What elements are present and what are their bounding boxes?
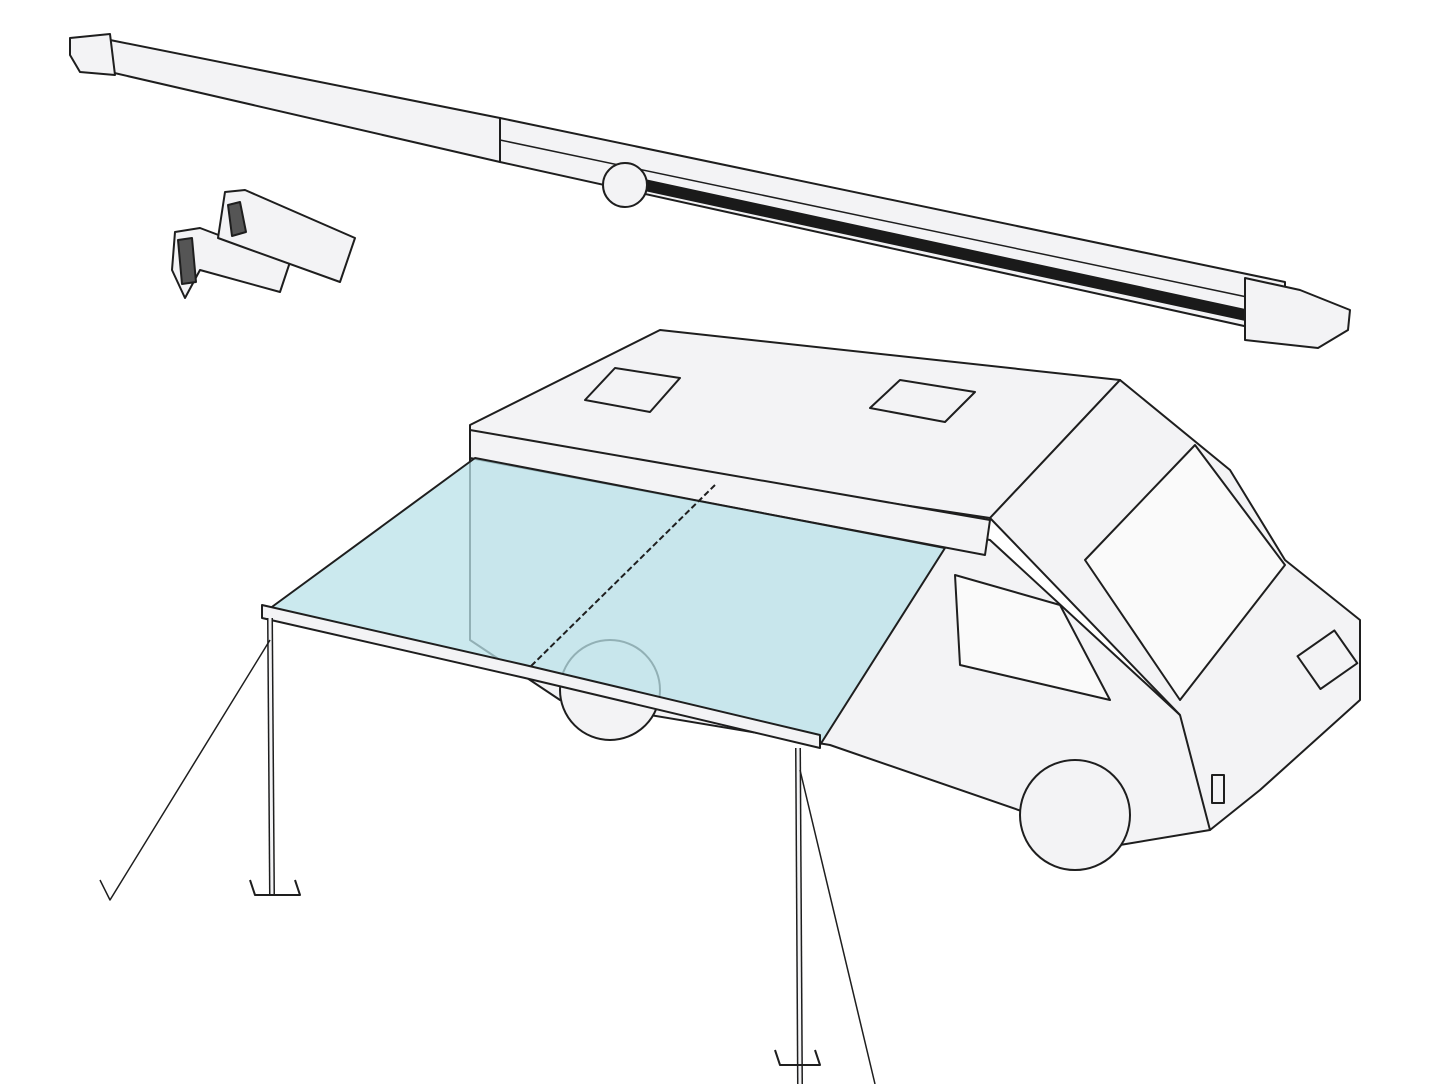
indicator-light [1211, 774, 1225, 804]
mounting-brackets [171, 189, 356, 299]
bracket-right [217, 189, 356, 283]
bracket-left [171, 227, 291, 299]
roof-vent-rear [584, 367, 681, 413]
awning-cassette [469, 429, 991, 556]
headlight [1296, 629, 1359, 691]
rail-left-section [109, 39, 501, 163]
rail-center-clip [602, 162, 648, 208]
roof-vent-front [869, 379, 976, 423]
foot-right [774, 1049, 821, 1066]
front-wheel [1019, 759, 1131, 871]
side-window [954, 574, 1111, 701]
rail-right-end-cap [1244, 277, 1351, 349]
guy-rope-left [99, 639, 271, 901]
awning-rail [69, 33, 1351, 349]
awning-legs [99, 617, 876, 1084]
rail-left-end-cap [69, 33, 116, 76]
awning-front-bar [261, 604, 821, 749]
foot-left [249, 879, 301, 896]
guy-rope-right [799, 769, 876, 1084]
rail-dark-stripe [640, 178, 1250, 322]
windshield [1084, 444, 1286, 701]
